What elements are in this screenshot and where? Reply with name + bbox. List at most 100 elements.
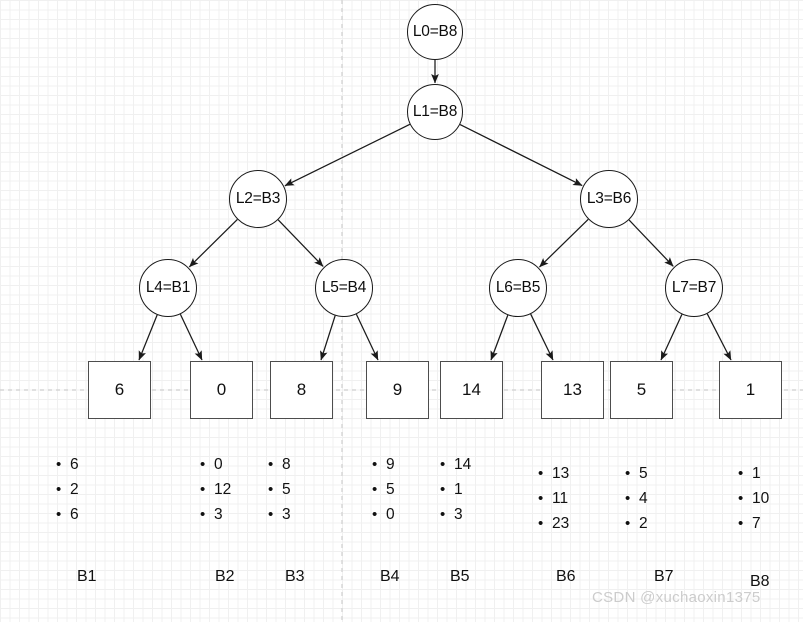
edge-l6-to-box5 [490, 314, 509, 361]
leaf-box-value: 1 [745, 380, 756, 399]
bullet-dot-icon: • [56, 456, 62, 473]
edge-l3-to-l7 [628, 219, 674, 267]
leaf-box-value: 13 [563, 380, 582, 399]
tree-node-l4: L4=B1 [139, 259, 197, 317]
bullet-dot-icon: • [200, 481, 206, 498]
leaf-box-4: 9 [366, 361, 429, 419]
bullet-dot-icon: • [625, 465, 631, 482]
leaf-box-5: 14 [440, 361, 503, 419]
tree-node-l0: L0=B8 [407, 4, 463, 60]
list-item-value: 3 [454, 506, 463, 523]
bullet-dot-icon: • [538, 465, 544, 482]
list-item: • 12 [200, 477, 231, 502]
list-item-value: 13 [552, 465, 570, 482]
tree-node-label: L7=B7 [671, 279, 717, 296]
bucket-label-b5: B5 [450, 568, 470, 585]
tree-node-label: L5=B4 [321, 279, 367, 296]
list-item: •0 [372, 502, 395, 527]
leaf-box-value: 14 [462, 380, 481, 399]
leaf-box-1: 6 [88, 361, 151, 419]
bullet-dot-icon: • [538, 490, 544, 507]
leaf-box-value: 6 [114, 380, 125, 399]
leaf-box-value: 8 [296, 380, 307, 399]
list-item-value: 3 [214, 506, 223, 523]
list-item: •9 [372, 452, 395, 477]
bucket-list-1: •6•2•6 [56, 452, 79, 527]
watermark: CSDN @xuchaoxin1375 [592, 589, 761, 606]
list-item: •5 [372, 477, 395, 502]
bullet-dot-icon: • [56, 506, 62, 523]
list-item: •5 [625, 461, 648, 486]
list-item-value: 9 [386, 456, 395, 473]
bucket-label-b1: B1 [77, 568, 97, 585]
bucket-list-8: •1•10•7 [738, 461, 769, 536]
list-item: •2 [625, 511, 648, 536]
list-item-value: 4 [639, 490, 648, 507]
list-item-value: 12 [214, 481, 232, 498]
edge-l7-to-box7 [660, 314, 683, 361]
list-item: •3 [200, 502, 231, 527]
bucket-list-3: •8•5•3 [268, 452, 291, 527]
tree-node-label: L6=B5 [495, 279, 541, 296]
bucket-list-6: • 13 • 11 •23 [538, 461, 569, 536]
tree-node-label: L4=B1 [145, 279, 191, 296]
list-item: • 11 [538, 486, 569, 511]
leaf-box-3: 8 [270, 361, 333, 419]
bucket-label-b7: B7 [654, 568, 674, 585]
bullet-dot-icon: • [440, 456, 446, 473]
tree-node-l5: L5=B4 [315, 259, 373, 317]
edge-l3-to-l6 [539, 218, 589, 268]
list-item-value: 2 [639, 515, 648, 532]
bullet-dot-icon: • [625, 515, 631, 532]
tree-node-label: L3=B6 [586, 190, 632, 207]
edge-l5-to-box3 [320, 315, 336, 361]
edge-l1-to-l3 [459, 123, 583, 187]
bucket-list-2: •0•12•3 [200, 452, 231, 527]
list-item: •1 [440, 477, 471, 502]
list-item-value: 8 [282, 456, 291, 473]
list-item-value: 0 [386, 506, 395, 523]
edge-l4-to-box2 [179, 313, 203, 361]
edge-l2-to-l5 [277, 219, 324, 267]
list-item: •3 [440, 502, 471, 527]
bullet-dot-icon: • [440, 506, 446, 523]
bucket-label-b6: B6 [556, 568, 576, 585]
edge-l1-to-l2 [284, 123, 411, 187]
bullet-dot-icon: • [738, 490, 744, 507]
list-item: •4 [625, 486, 648, 511]
list-item: •23 [538, 511, 569, 536]
list-item: •0 [200, 452, 231, 477]
list-item: •6 [56, 502, 79, 527]
bullet-dot-icon: • [538, 515, 544, 532]
list-item: •6 [56, 452, 79, 477]
leaf-box-8: 1 [719, 361, 782, 419]
bullet-dot-icon: • [200, 456, 206, 473]
leaf-box-value: 5 [636, 380, 647, 399]
edge-l7-to-box8 [706, 313, 732, 361]
bucket-label-b4: B4 [380, 568, 400, 585]
bullet-dot-icon: • [738, 465, 744, 482]
list-item-value: 11 [552, 490, 569, 507]
list-item-value: 5 [282, 481, 291, 498]
bullet-dot-icon: • [372, 456, 378, 473]
list-item: •14 [440, 452, 471, 477]
bucket-list-4: •9•5•0 [372, 452, 395, 527]
list-item-value: 2 [70, 481, 79, 498]
leaf-box-2: 0 [190, 361, 253, 419]
list-item: •5 [268, 477, 291, 502]
list-item: • 10 [738, 486, 769, 511]
edge-l2-to-l4 [188, 218, 238, 268]
tree-node-l3: L3=B6 [580, 170, 638, 228]
bucket-list-5: •14•1•3 [440, 452, 471, 527]
leaf-box-7: 5 [610, 361, 673, 419]
bullet-dot-icon: • [56, 481, 62, 498]
list-item-value: 3 [282, 506, 291, 523]
bullet-dot-icon: • [268, 481, 274, 498]
list-item-value: 10 [752, 490, 770, 507]
leaf-box-6: 13 [541, 361, 604, 419]
tree-node-label: L1=B8 [412, 103, 458, 120]
bucket-label-b2: B2 [215, 568, 235, 585]
list-item: •7 [738, 511, 769, 536]
list-item-value: 1 [454, 481, 463, 498]
